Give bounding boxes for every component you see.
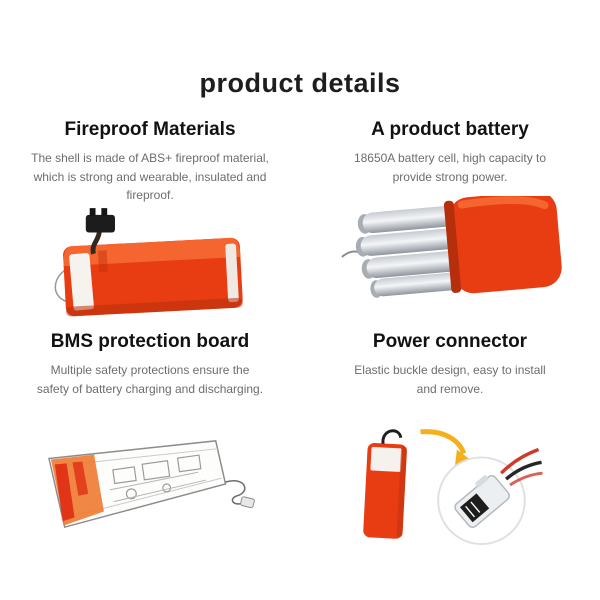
section-body: The shell is made of ABS+ fireproof mate… <box>31 151 269 203</box>
page-title: product details <box>199 68 401 98</box>
section-body: Elastic buckle design, easy to install a… <box>354 363 546 396</box>
sections-grid: Fireproof Materials The shell is made of… <box>0 105 600 569</box>
battery-cells-image <box>300 186 600 317</box>
battery-cells-illustration <box>341 195 562 298</box>
section-fireproof-materials: Fireproof Materials The shell is made of… <box>0 105 300 317</box>
section-body: 18650A battery cell, high capacity to pr… <box>353 151 547 184</box>
bms-board-image <box>0 398 300 569</box>
power-connector-image <box>300 398 600 569</box>
section-heading: Power connector <box>372 331 528 352</box>
section-heading: A product battery <box>371 119 529 140</box>
section-product-battery: A product battery 18650A battery cell, h… <box>300 105 600 317</box>
section-body: Multiple safety protections ensure the s… <box>36 363 264 396</box>
section-heading: Fireproof Materials <box>64 119 236 140</box>
battery-pack-illustration <box>54 207 243 317</box>
power-connector-illustration <box>363 428 543 545</box>
section-bms-protection-board: BMS protection board Multiple safety pro… <box>0 317 300 569</box>
section-heading: BMS protection board <box>50 331 250 352</box>
section-power-connector: Power connector Elastic buckle design, e… <box>300 317 600 569</box>
bms-board-illustration <box>48 439 255 528</box>
fireproof-pack-image <box>0 205 300 317</box>
